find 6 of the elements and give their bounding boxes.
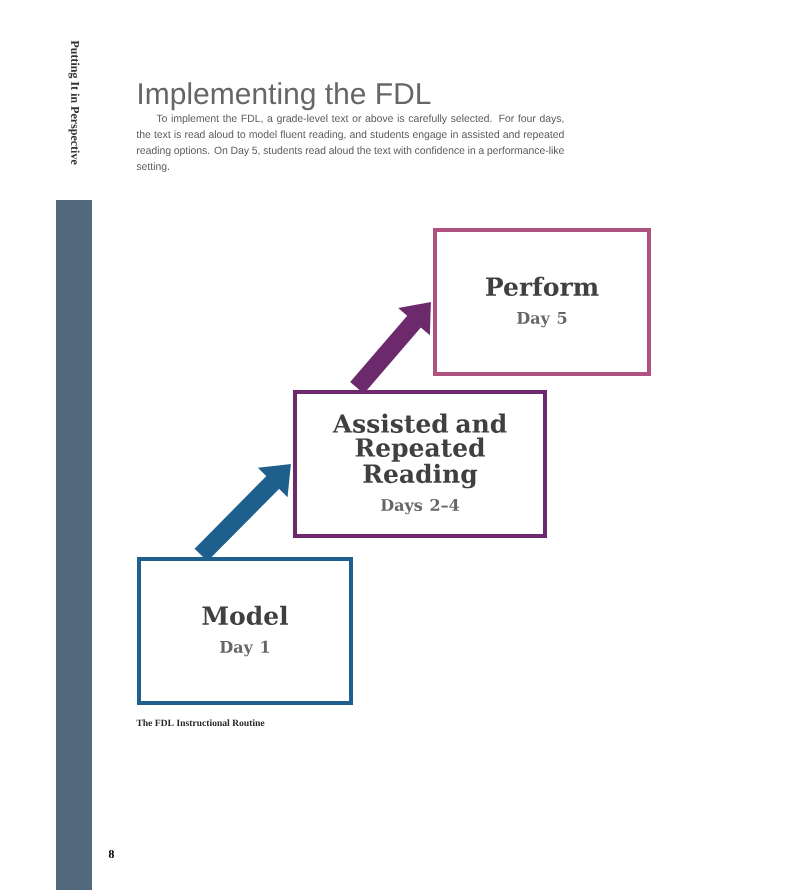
arrow: [194, 464, 291, 562]
stage-box: Perform Day 5: [433, 228, 651, 376]
page-title: Implementing the FDL: [139, 82, 431, 111]
stage-box: Model Day 1: [137, 557, 353, 705]
arrow: [350, 302, 431, 394]
stage-box: Assisted and Repeated Reading Days 2–4: [293, 390, 547, 538]
